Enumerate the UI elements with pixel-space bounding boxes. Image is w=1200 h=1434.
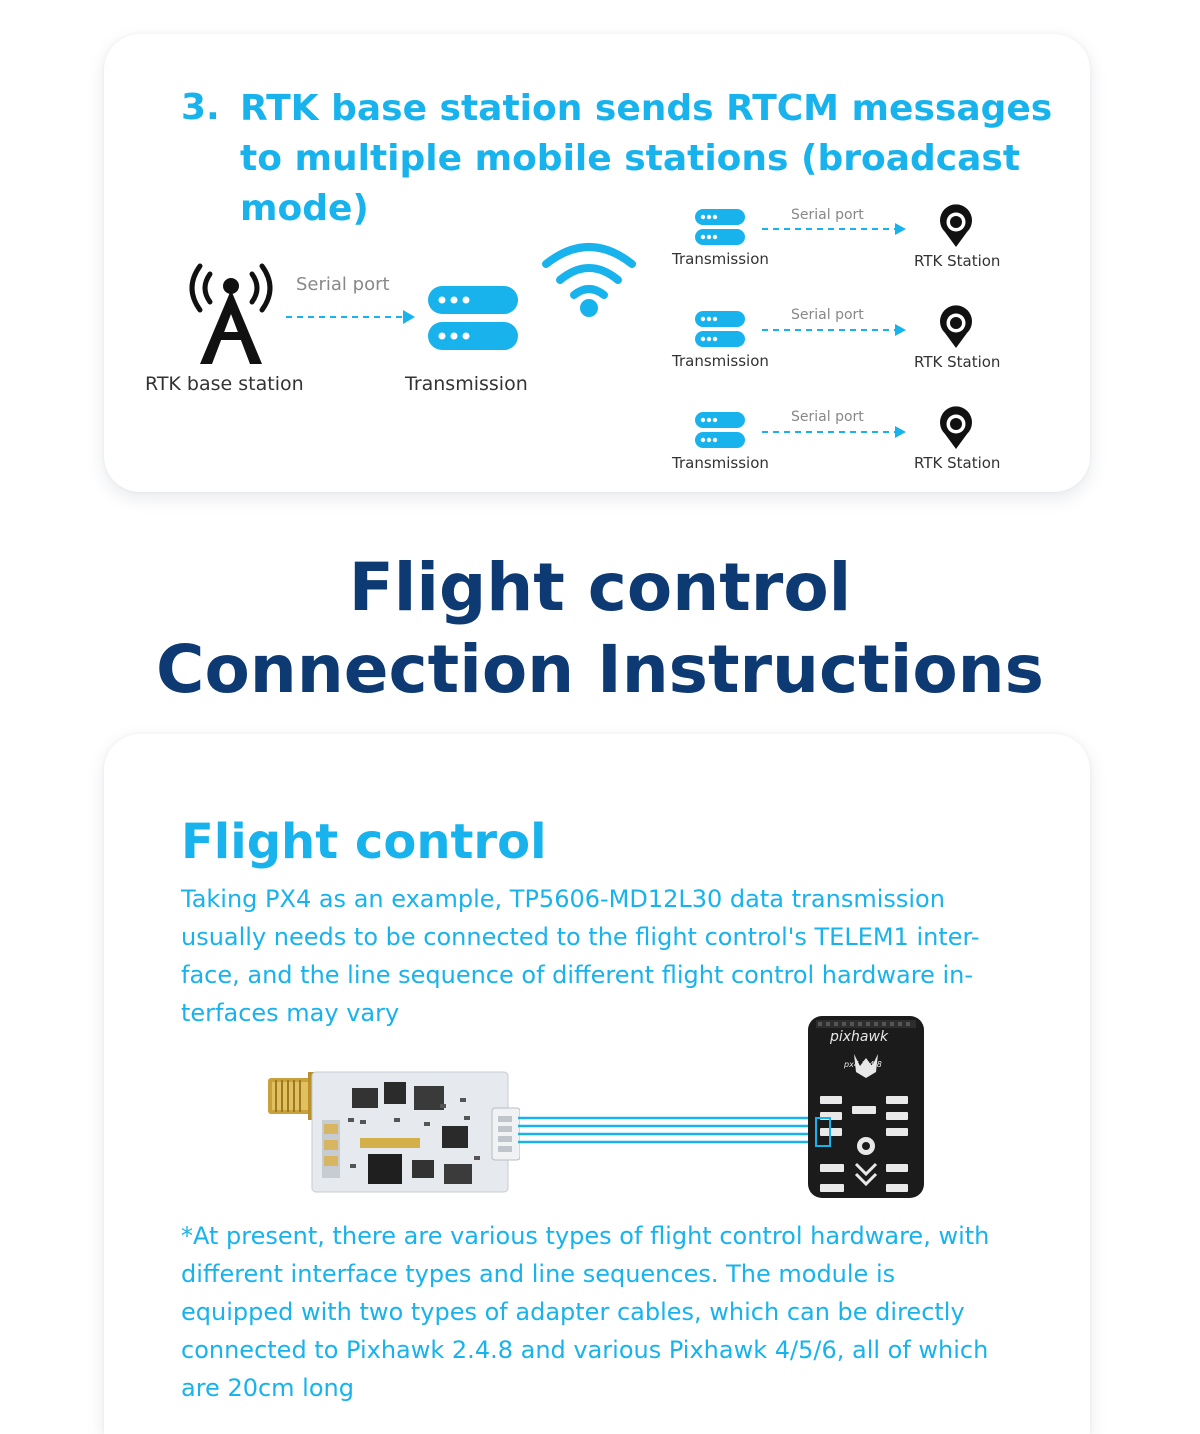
transmission-label-1: Transmission [672,250,769,268]
heading-line-1: Flight control [348,549,852,626]
location-pin-icon-1 [940,204,972,247]
serial-port-label-1: Serial port [791,207,864,223]
rtk-station-label-1: RTK Station [914,252,1001,270]
transmission-module-icon-3 [695,412,745,448]
location-pin-icon-2 [940,305,972,348]
dashed-arrow-2 [762,324,906,336]
transmission-label-main: Transmission [405,373,528,395]
location-pin-icon-3 [940,406,972,449]
dashed-arrow-1 [762,223,906,235]
transmission-module-icon-1 [695,209,745,245]
flight-control-description: Taking PX4 as an example, TP5606-MD12L30… [181,885,980,1027]
transmission-label-2: Transmission [672,352,769,370]
dashed-arrow-main [286,310,415,324]
base-station-label: RTK base station [145,373,304,395]
pixhawk-brand-label: pixhawk [830,1029,889,1045]
rtk-station-label-2: RTK Station [914,353,1001,371]
pixhawk-flight-controller [808,1016,924,1198]
step-number: 3. [181,87,220,128]
wifi-icon [542,243,636,317]
broadcast-mode-card [104,34,1090,492]
transmission-label-3: Transmission [672,454,769,472]
rtk-station-label-3: RTK Station [914,454,1001,472]
heading-line-2: Connection Instructions [156,631,1044,708]
base-station-tower-icon [189,263,273,364]
dashed-arrow-3 [762,426,906,438]
serial-port-label-main: Serial port [296,274,390,295]
serial-port-label-3: Serial port [791,409,864,425]
transmission-module-board [268,1071,520,1193]
pixhawk-model-label: px4 2.4.8 [844,1060,882,1069]
flight-control-title: Flight control [181,814,547,870]
connection-cable [518,1116,832,1144]
transmission-module-icon [428,286,518,350]
hardware-note: *At present, there are various types of … [181,1222,990,1402]
transmission-module-icon-2 [695,311,745,347]
serial-port-label-2: Serial port [791,307,864,323]
step-title: RTK base station sends RTCM messages to … [240,88,1053,229]
